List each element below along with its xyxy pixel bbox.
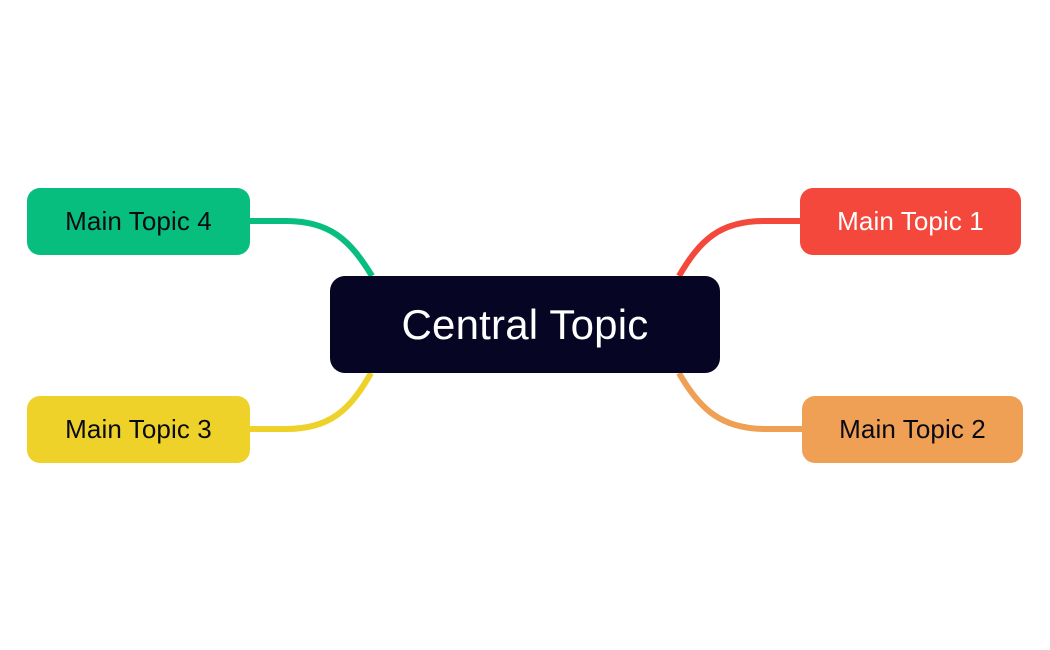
connector-central-to-topic-4 bbox=[250, 218, 375, 278]
main-topic-3-node[interactable]: Main Topic 3 bbox=[27, 396, 250, 463]
central-topic-node[interactable]: Central Topic bbox=[330, 276, 720, 373]
connector-central-to-topic-1 bbox=[676, 218, 800, 278]
main-topic-3-label: Main Topic 3 bbox=[65, 414, 212, 444]
main-topic-4-node[interactable]: Main Topic 4 bbox=[27, 188, 250, 255]
main-topic-4-label: Main Topic 4 bbox=[65, 206, 212, 236]
main-topic-2-label: Main Topic 2 bbox=[839, 414, 986, 444]
connector-central-to-topic-2 bbox=[676, 371, 802, 432]
central-topic-label: Central Topic bbox=[401, 300, 649, 348]
connector-central-to-topic-3 bbox=[250, 371, 374, 432]
main-topic-1-node[interactable]: Main Topic 1 bbox=[800, 188, 1021, 255]
main-topic-2-node[interactable]: Main Topic 2 bbox=[802, 396, 1023, 463]
main-topic-1-label: Main Topic 1 bbox=[837, 206, 984, 236]
